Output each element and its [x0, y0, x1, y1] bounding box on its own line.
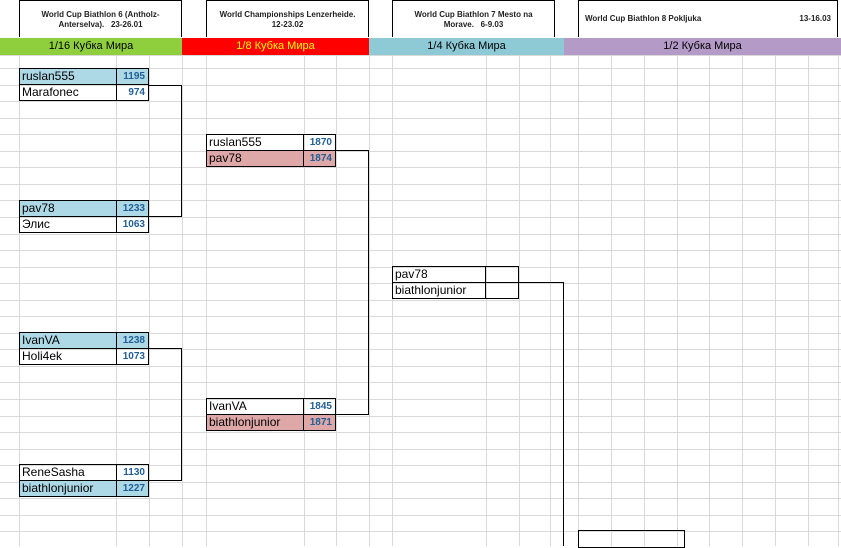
header-title: World Cup Biathlon 7 Mesto na Morave.	[414, 10, 533, 29]
round-label: 1/4 Кубка Мира	[427, 40, 506, 52]
header-dates: 13-16.03	[799, 14, 831, 23]
header-event-pokljuka: World Cup Biathlon 8 Pokljuka 13-16.03	[578, 0, 838, 37]
header-event-antholz: World Cup Biathlon 6 (Antholz-Anterselva…	[19, 0, 182, 37]
r16-name-cell[interactable]: Marafonec	[19, 84, 117, 101]
r16-name-cell[interactable]: ruslan555	[19, 68, 117, 85]
r4-score-cell[interactable]	[485, 282, 519, 299]
header-dates: 23-26.01	[110, 20, 143, 29]
r4-name-cell[interactable]: biathlonjunior	[392, 282, 486, 299]
r16-name-cell[interactable]: biathlonjunior	[19, 480, 117, 497]
round-band-1-4: 1/4 Кубка Мира	[369, 38, 564, 55]
header-title: World Cup Biathlon 8 Pokljuka	[585, 14, 702, 23]
r16-score-cell[interactable]: 1073	[116, 348, 149, 365]
bracket-connector	[149, 480, 182, 481]
bracket-connector	[519, 282, 564, 283]
r16-name-cell[interactable]: pav78	[19, 200, 117, 217]
header-title: World Cup Biathlon 6 (Antholz-Anterselva…	[41, 10, 160, 29]
round-label: 1/2 Кубка Мира	[663, 40, 742, 52]
header-dates: 6-9.03	[480, 20, 504, 29]
bracket-connector	[368, 150, 369, 415]
round-label: 1/16 Кубка Мира	[48, 40, 134, 52]
r4-name-cell[interactable]: pav78	[392, 266, 486, 283]
r8-score-cell[interactable]: 1845	[303, 398, 336, 415]
header-event-mesto: World Cup Biathlon 7 Mesto na Morave. 6-…	[392, 0, 555, 37]
r16-name-cell[interactable]: ReneSasha	[19, 464, 117, 481]
bracket-connector	[149, 348, 182, 349]
bracket-connector	[181, 348, 182, 481]
r8-name-cell[interactable]: pav78	[206, 150, 304, 167]
header-event-lenzerheide: World Championships Lenzerheide.12-23.02	[206, 0, 369, 37]
round-band-1-2: 1/2 Кубка Мира	[564, 38, 841, 55]
r16-score-cell[interactable]: 1238	[116, 332, 149, 349]
bracket-connector	[336, 150, 369, 151]
round-band-1-16: 1/16 Кубка Мира	[0, 38, 182, 55]
round-label: 1/8 Кубка Мира	[236, 40, 315, 52]
r8-score-cell[interactable]: 1870	[303, 134, 336, 151]
r16-score-cell[interactable]: 1195	[116, 68, 149, 85]
r8-score-cell[interactable]: 1874	[303, 150, 336, 167]
r16-score-cell[interactable]: 974	[116, 84, 149, 101]
r16-score-cell[interactable]: 1130	[116, 464, 149, 481]
r16-name-cell[interactable]: Элис	[19, 216, 117, 233]
r16-name-cell[interactable]: IvanVA	[19, 332, 117, 349]
r2-name-cell[interactable]	[578, 530, 685, 548]
r16-score-cell[interactable]: 1063	[116, 216, 149, 233]
bracket-connector	[336, 414, 369, 415]
bracket-connector	[563, 282, 564, 546]
r16-score-cell[interactable]: 1233	[116, 200, 149, 217]
r8-name-cell[interactable]: biathlonjunior	[206, 414, 304, 431]
r8-name-cell[interactable]: ruslan555	[206, 134, 304, 151]
r4-score-cell[interactable]	[485, 266, 519, 283]
header-title: World Championships Lenzerheide.	[219, 10, 356, 19]
bracket-connector	[181, 85, 182, 217]
bracket-connector	[149, 216, 182, 217]
r16-name-cell[interactable]: Holi4ek	[19, 348, 117, 365]
bracket-connector	[149, 85, 182, 86]
r8-name-cell[interactable]: IvanVA	[206, 398, 304, 415]
round-band-1-8: 1/8 Кубка Мира	[182, 38, 369, 55]
r16-score-cell[interactable]: 1227	[116, 480, 149, 497]
r8-score-cell[interactable]: 1871	[303, 414, 336, 431]
header-dates: 12-23.02	[271, 20, 304, 29]
